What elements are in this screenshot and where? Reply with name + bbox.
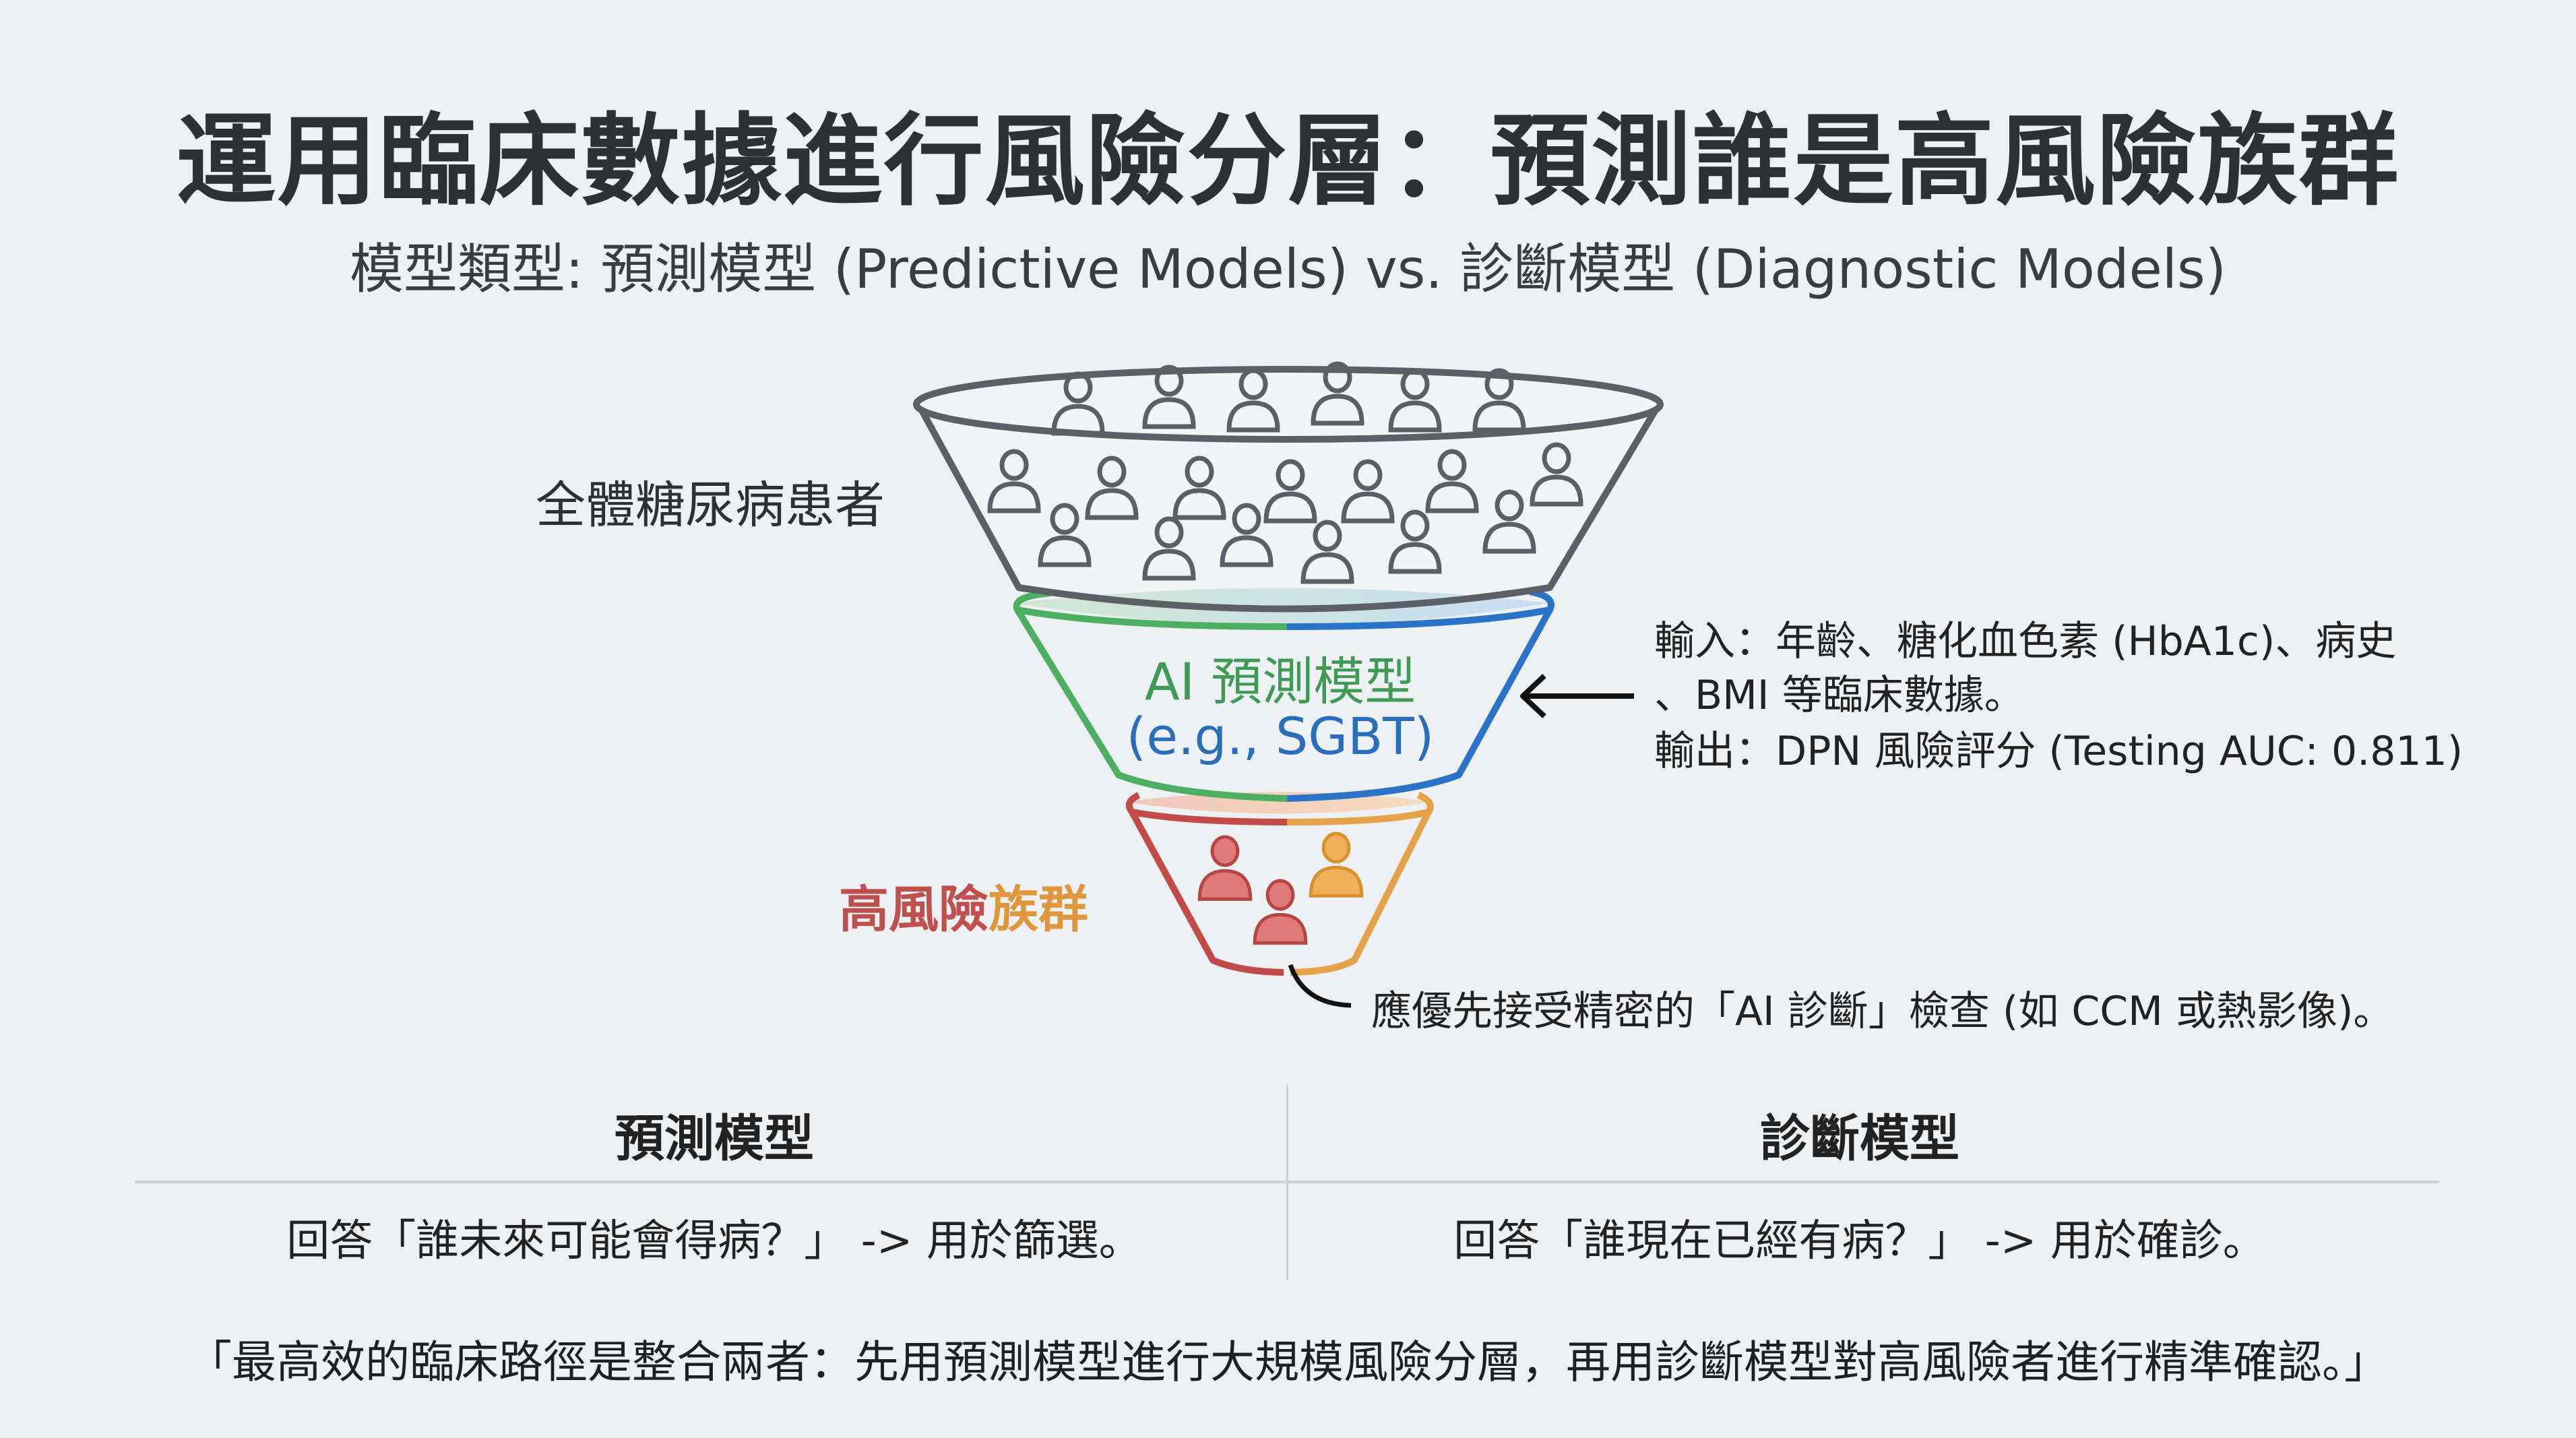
input-arrow-icon: [1520, 674, 1634, 718]
high-risk-label-part1: 高風險: [839, 881, 988, 939]
funnel-top-bottom-edge: [1018, 584, 1550, 613]
person-outline-icon: [1388, 368, 1442, 433]
person-outline-icon: [1085, 456, 1139, 520]
funnel-bottom-section: [1117, 772, 1460, 976]
person-filled-icon: [1309, 832, 1364, 898]
diagnosis-pointer-icon: [1288, 964, 1352, 1008]
ai-model-label: AI 預測模型: [1144, 652, 1416, 712]
person-filled-icon: [1253, 879, 1308, 945]
input-description-line1: 輸入：年齡、糖化血色素 (HbA1c)、病史: [1654, 618, 2397, 665]
person-outline-icon: [1425, 449, 1479, 513]
funnel-bottom-left-side: [1125, 792, 1284, 976]
person-filled-icon: [1197, 835, 1253, 901]
funnel-bottom-right-side: [1290, 792, 1434, 976]
diagnostic-model-header: 診斷模型: [1760, 1110, 1959, 1168]
diagnostic-model-description: 回答「誰現在已經有病？」 -> 用於確診。: [1453, 1216, 2266, 1266]
table-divider-vertical: [1286, 1085, 1288, 1280]
person-outline-icon: [1472, 368, 1526, 433]
input-description-line2: 、BMI 等臨床數據。: [1654, 672, 2025, 719]
page-subtitle: 模型類型: 預測模型 (Predictive Models) vs. 診斷模型 …: [350, 238, 2226, 301]
person-outline-icon: [1263, 459, 1317, 524]
person-outline-icon: [987, 449, 1041, 513]
funnel-middle-rim-right: [1286, 588, 1554, 630]
funnel-bottom-rim-right: [1286, 809, 1430, 825]
funnel-bottom-rim-left: [1131, 809, 1288, 825]
person-outline-icon: [1341, 459, 1395, 524]
person-outline-icon: [1388, 509, 1442, 574]
high-risk-label-part2: 族群: [988, 881, 1088, 939]
funnel-middle-rim-left: [1013, 590, 1288, 630]
funnel-middle-bottom-edge-right: [1286, 772, 1460, 802]
person-outline-icon: [1172, 456, 1226, 520]
person-outline-icon: [1038, 503, 1092, 567]
footer-quote: 「最高效的臨床路徑是整合兩者：先用預測模型進行大規模風險分層，再用診斷模型對高風…: [187, 1336, 2389, 1388]
funnel-top-section: [913, 361, 1664, 613]
page-title: 運用臨床數據進行風險分層：預測誰是高風險族群: [176, 103, 2400, 219]
person-outline-icon: [1530, 442, 1583, 507]
person-outline-icon: [1220, 503, 1274, 567]
person-outline-icon: [1051, 371, 1105, 436]
population-icons: [987, 361, 1583, 584]
person-outline-icon: [1142, 365, 1196, 429]
person-outline-icon: [1311, 361, 1364, 426]
person-outline-icon: [1142, 516, 1196, 581]
predictive-model-description: 回答「誰未來可能會得病？」 -> 用於篩選。: [286, 1216, 1142, 1266]
diagnosis-note: 應優先接受精密的「AI 診斷」檢查 (如 CCM 或熱影像)。: [1371, 988, 2394, 1035]
predictive-model-header: 預測模型: [615, 1110, 814, 1168]
person-outline-icon: [1226, 368, 1280, 433]
population-label: 全體糖尿病患者: [536, 476, 885, 534]
person-outline-icon: [1482, 489, 1536, 554]
funnel-middle-bottom-edge-left: [1117, 772, 1288, 802]
funnel-top-rim: [913, 366, 1664, 443]
ai-model-example: (e.g., SGBT): [1126, 706, 1435, 766]
high-risk-icons: [1197, 832, 1364, 945]
person-outline-icon: [1300, 520, 1354, 584]
output-description: 輸出：DPN 風險評分 (Testing AUC: 0.811): [1654, 728, 2463, 775]
high-risk-label: 高風險族群: [839, 869, 1088, 941]
